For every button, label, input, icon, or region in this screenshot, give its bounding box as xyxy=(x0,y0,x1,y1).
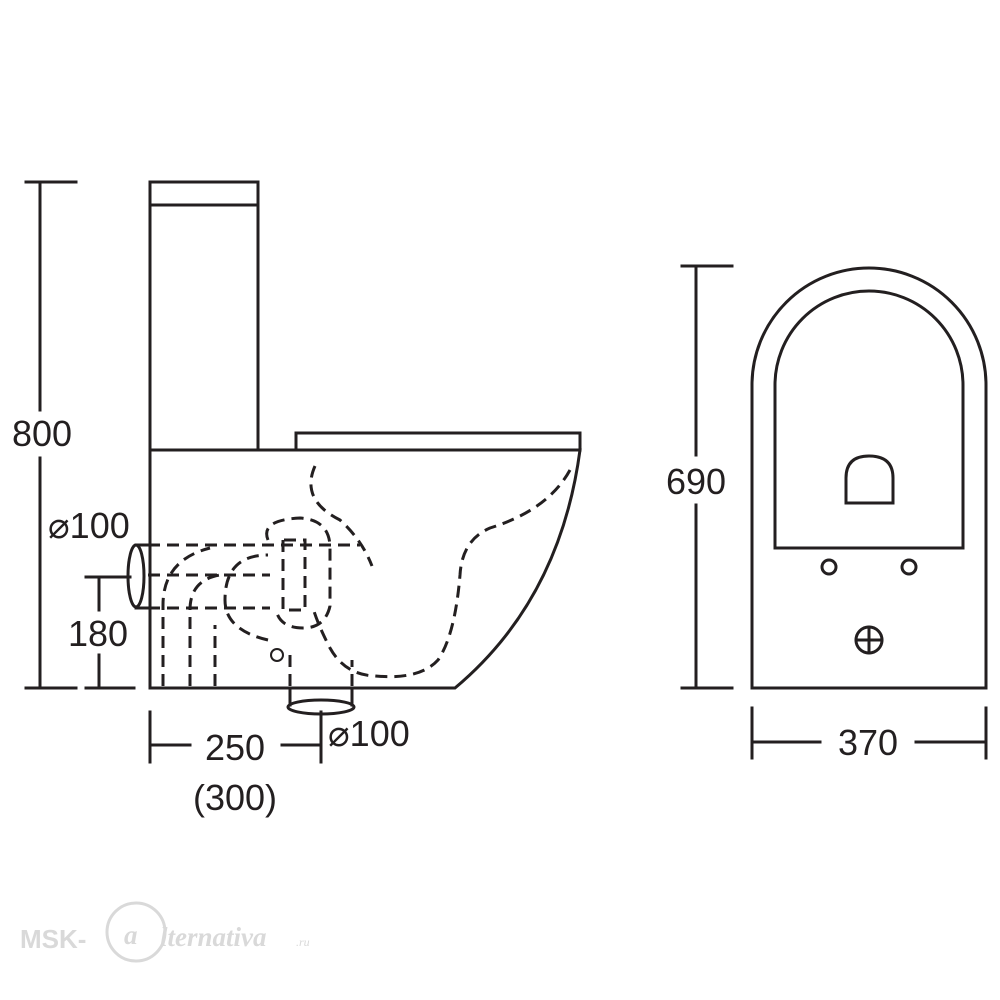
dimension-label-370: 370 xyxy=(838,722,898,763)
fixing-hole-left xyxy=(820,558,838,576)
watermark-at-ring xyxy=(105,901,167,963)
watermark-mark: a xyxy=(124,920,138,950)
vertical-outlet-pipe xyxy=(286,686,356,716)
dimension-180: 180 xyxy=(68,575,136,690)
front-bowl-outline xyxy=(750,266,988,690)
dimension-label-800: 800 xyxy=(12,413,72,454)
dimension-label-250: 250 xyxy=(205,727,265,768)
front-seat-outline xyxy=(773,289,965,550)
trapway-hidden-lines xyxy=(148,465,572,686)
dimension-label-300: (300) xyxy=(193,777,277,818)
seat-lid-outline xyxy=(294,431,582,452)
watermark-prefix: MSK- xyxy=(20,924,86,954)
dimension-370: 370 xyxy=(750,706,988,763)
dimension-label-inlet-diameter: ⌀100 xyxy=(48,505,130,546)
cistern-outline xyxy=(148,180,260,452)
dimension-label-690: 690 xyxy=(666,461,726,502)
dimension-label-180: 180 xyxy=(68,613,128,654)
fixing-hole-right xyxy=(900,558,918,576)
dimension-800: 800 xyxy=(12,180,78,690)
side-view: 800 ⌀100 180 250 (300) ⌀100 xyxy=(12,180,582,818)
bowl-outline xyxy=(148,448,582,690)
dimension-250: 250 (300) xyxy=(148,710,323,818)
dimension-690: 690 xyxy=(666,264,734,690)
drain-cross-icon xyxy=(854,625,884,655)
front-view: 690 370 xyxy=(666,264,988,763)
watermark-logo: MSK- a lternativa .ru xyxy=(20,901,310,963)
front-outlet-opening xyxy=(844,454,895,505)
watermark-suffix: lternativa xyxy=(160,922,267,952)
watermark-tld: .ru xyxy=(296,935,310,949)
dimension-label-outlet-diameter: ⌀100 xyxy=(328,713,410,754)
